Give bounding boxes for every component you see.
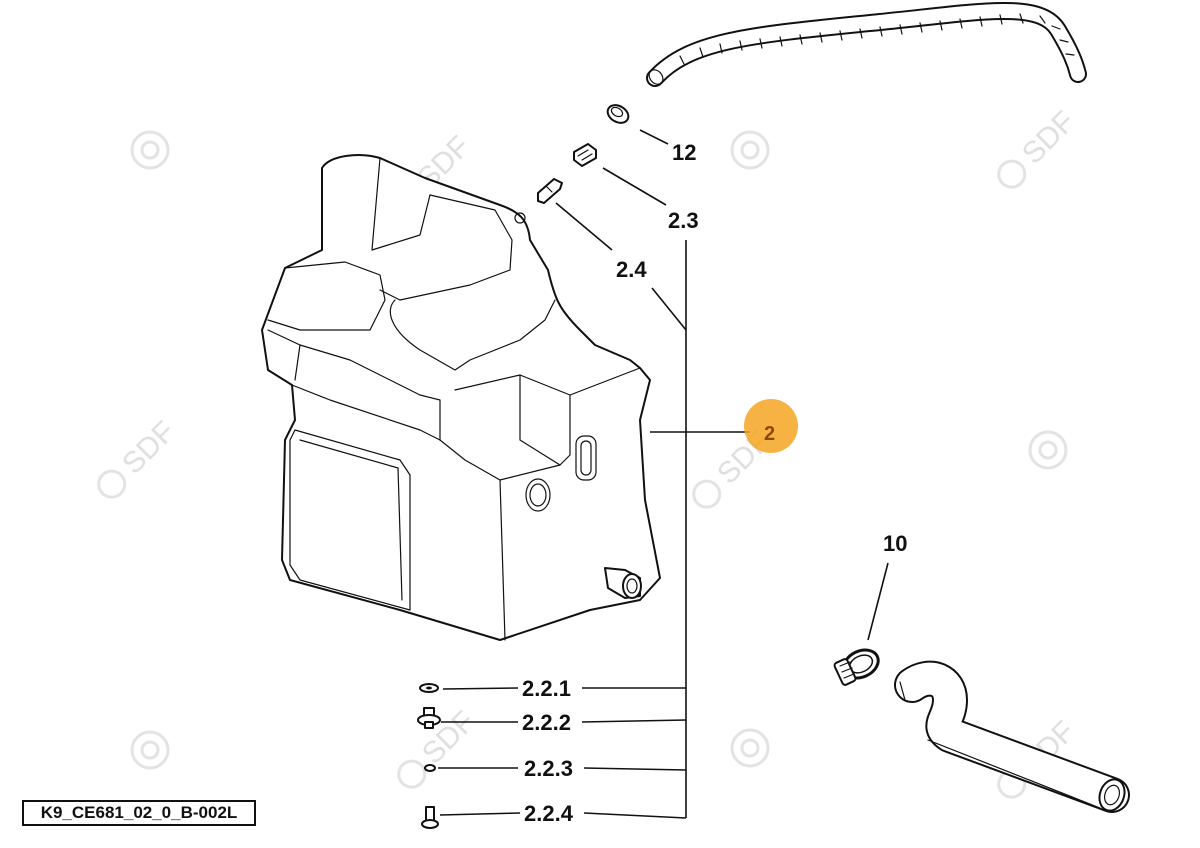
cap-fitting-part[interactable] bbox=[604, 102, 631, 127]
lower-hose-part[interactable] bbox=[894, 660, 1130, 814]
watermark-logo-icon bbox=[730, 130, 770, 170]
screw-part[interactable] bbox=[421, 806, 439, 829]
watermark-logo-icon bbox=[130, 730, 170, 770]
connector-fitting-part[interactable] bbox=[573, 143, 597, 167]
callout-2-2-1[interactable]: 2.2.1 bbox=[522, 676, 571, 701]
diagram-reference-code: K9_CE681_02_0_B-002L bbox=[22, 800, 256, 826]
outlet-stub bbox=[604, 567, 642, 599]
callout-2-4[interactable]: 2.4 bbox=[616, 257, 647, 282]
callout-2-2-4[interactable]: 2.2.4 bbox=[524, 801, 574, 826]
leader-lines bbox=[438, 129, 889, 819]
flange-bolt-part[interactable] bbox=[417, 707, 441, 729]
hose-clamp-part[interactable] bbox=[833, 645, 883, 686]
washer-part[interactable] bbox=[419, 683, 439, 693]
small-washer-part[interactable] bbox=[424, 764, 436, 772]
watermark-text: SDF bbox=[1016, 105, 1082, 171]
watermark-logo-icon bbox=[1028, 430, 1068, 470]
highlight-marker bbox=[744, 399, 798, 453]
watermark-logo-icon bbox=[130, 130, 170, 170]
main-tank-part[interactable] bbox=[261, 154, 661, 641]
upper-hose-part[interactable] bbox=[646, 1, 1087, 87]
callout-2[interactable]: 2 bbox=[764, 423, 775, 445]
watermark-logo-icon bbox=[730, 728, 770, 768]
callout-2-3[interactable]: 2.3 bbox=[668, 208, 699, 233]
callout-2-2-3[interactable]: 2.2.3 bbox=[524, 756, 573, 781]
callout-12[interactable]: 12 bbox=[672, 140, 696, 165]
callout-2-2-2[interactable]: 2.2.2 bbox=[522, 710, 571, 735]
elbow-fitting-part[interactable] bbox=[537, 178, 563, 204]
callout-10[interactable]: 10 bbox=[883, 531, 907, 556]
watermark-text: SDF bbox=[116, 415, 182, 481]
